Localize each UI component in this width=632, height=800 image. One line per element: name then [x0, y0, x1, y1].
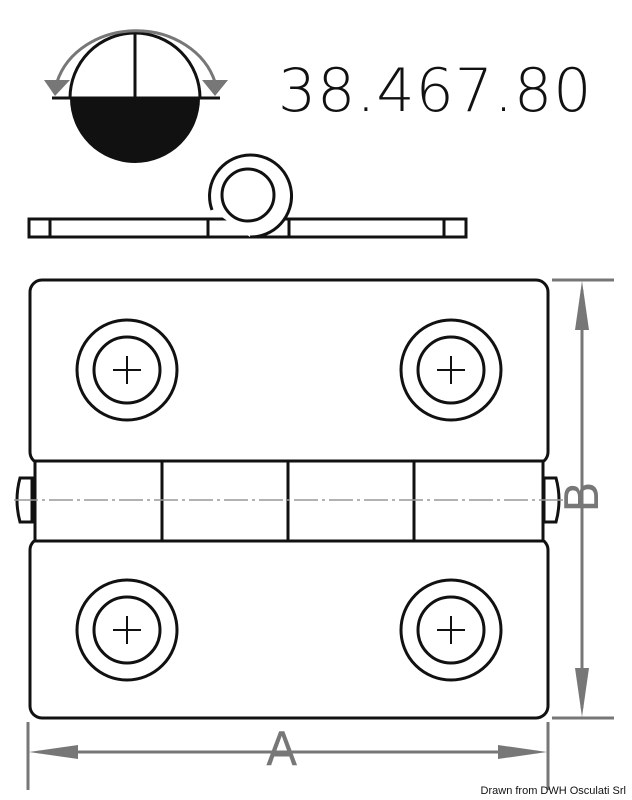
screw-bottom-left	[75, 578, 179, 682]
product-code: 38.467.80	[278, 56, 593, 126]
dimension-b-label: B	[554, 481, 609, 513]
credit-text: Drawn from DWH Osculati Srl	[480, 785, 626, 797]
screw-bottom-right	[399, 578, 503, 682]
hinge-side-view	[27, 153, 468, 239]
dimension-b	[552, 278, 614, 720]
rotation-180-icon	[44, 29, 228, 163]
dimension-a	[26, 722, 550, 790]
dimension-a-label: A	[266, 722, 298, 776]
screw-top-right	[399, 318, 503, 422]
screw-top-left	[75, 318, 179, 422]
hinge-front-view	[14, 278, 566, 720]
screw-holes	[75, 318, 503, 682]
